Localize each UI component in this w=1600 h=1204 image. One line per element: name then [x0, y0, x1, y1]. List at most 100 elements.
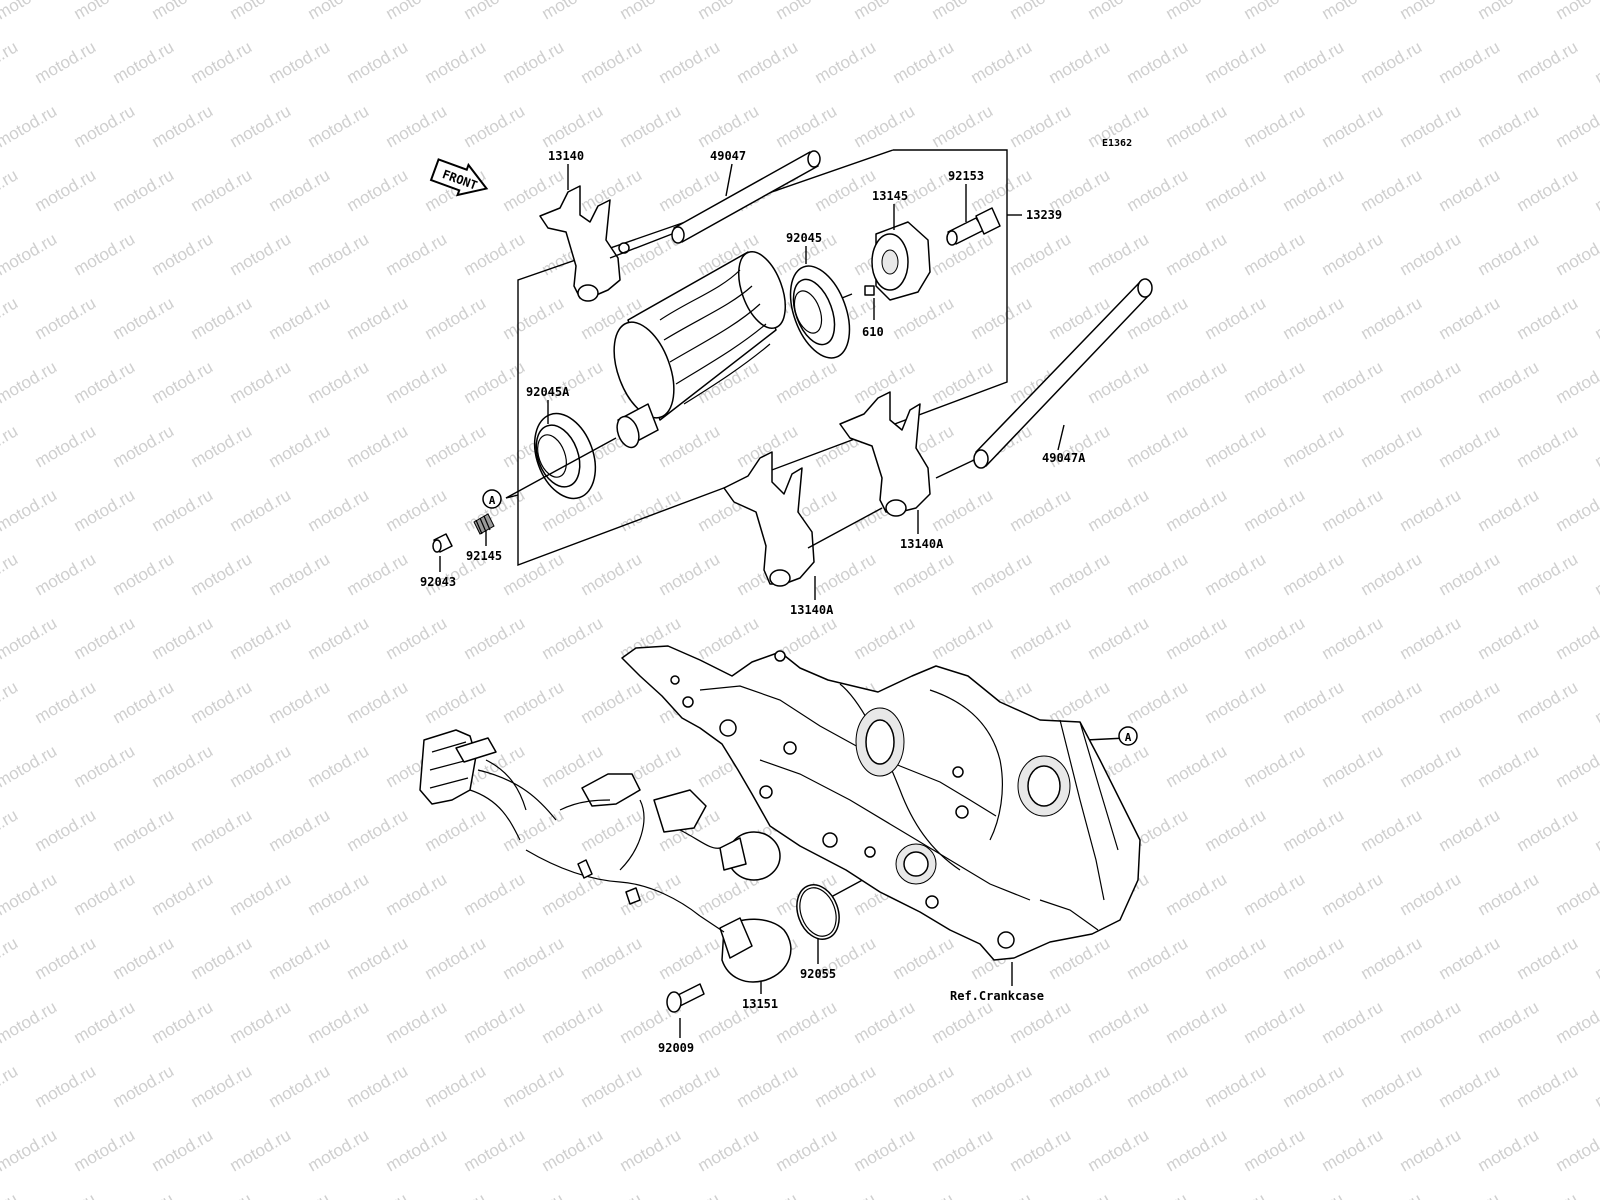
watermark-text: motod.ru — [305, 485, 373, 535]
watermark-text: motod.ru — [305, 357, 373, 407]
watermark-text: motod.ru — [0, 869, 60, 919]
watermark-text: motod.ru — [149, 1125, 217, 1175]
watermark-text: motod.ru — [1553, 0, 1600, 23]
watermark-text: motod.ru — [1124, 421, 1192, 471]
watermark-text: motod.ru — [695, 101, 763, 151]
watermark-text: motod.ru — [227, 0, 295, 23]
watermark-text: motod.ru — [266, 421, 334, 471]
watermark-text: motod.ru — [500, 293, 568, 343]
watermark-text: motod.ru — [149, 997, 217, 1047]
watermark-text: motod.ru — [578, 37, 646, 87]
watermark-text: motod.ru — [1280, 1189, 1348, 1200]
watermark-text: motod.ru — [1358, 165, 1426, 215]
watermark-text: motod.ru — [461, 997, 529, 1047]
watermark-text: motod.ru — [1280, 293, 1348, 343]
watermark-text: motod.ru — [344, 1189, 412, 1200]
watermark-text: motod.ru — [344, 933, 412, 983]
watermark-text: motod.ru — [1358, 805, 1426, 855]
watermark-text: motod.ru — [539, 101, 607, 151]
watermark-text: motod.ru — [0, 677, 21, 727]
watermark-text: motod.ru — [734, 1189, 802, 1200]
watermark-text: motod.ru — [1319, 613, 1387, 663]
watermark-text: motod.ru — [1007, 485, 1075, 535]
watermark-text: motod.ru — [110, 293, 178, 343]
label-92055: 92055 — [800, 967, 836, 981]
watermark-text: motod.ru — [0, 485, 60, 535]
watermark-text: motod.ru — [110, 165, 178, 215]
watermark-text: motod.ru — [929, 357, 997, 407]
watermark-text: motod.ru — [851, 997, 919, 1047]
watermark-text: motod.ru — [500, 37, 568, 87]
watermark-text: motod.ru — [1163, 485, 1231, 535]
watermark-text: motod.ru — [500, 1061, 568, 1111]
watermark-text: motod.ru — [1007, 229, 1075, 279]
watermark-text: motod.ru — [1202, 37, 1270, 87]
watermark-text: motod.ru — [188, 165, 256, 215]
watermark-text: motod.ru — [1202, 677, 1270, 727]
watermark-text: motod.ru — [422, 805, 490, 855]
watermark-text: motod.ru — [890, 1061, 958, 1111]
watermark-text: motod.ru — [188, 37, 256, 87]
watermark-text: motod.ru — [0, 165, 21, 215]
callout-a-lower-text: A — [1125, 731, 1132, 744]
watermark-text: motod.ru — [266, 933, 334, 983]
watermark-text: motod.ru — [1514, 1061, 1582, 1111]
callout-a-upper-text: A — [489, 494, 496, 507]
watermark-text: motod.ru — [32, 933, 100, 983]
watermark-text: motod.ru — [1241, 997, 1309, 1047]
watermark-text: motod.ru — [32, 549, 100, 599]
watermark-text: motod.ru — [344, 677, 412, 727]
watermark-text: motod.ru — [1319, 101, 1387, 151]
watermark-text: motod.ru — [1397, 997, 1465, 1047]
watermark-text: motod.ru — [1046, 1061, 1114, 1111]
watermark-text: motod.ru — [578, 1189, 646, 1200]
bolt-92009 — [667, 984, 704, 1012]
shift-fork-13140A-upper — [840, 392, 930, 516]
watermark-text: motod.ru — [617, 1125, 685, 1175]
label-13151: 13151 — [742, 997, 778, 1011]
watermark-text: motod.ru — [1397, 1125, 1465, 1175]
watermark-text: motod.ru — [188, 677, 256, 727]
watermark-text: motod.ru — [0, 0, 60, 23]
watermark-text: motod.ru — [383, 485, 451, 535]
watermark-text: motod.ru — [344, 165, 412, 215]
watermark-text: motod.ru — [227, 485, 295, 535]
watermark-text: motod.ru — [383, 613, 451, 663]
label-13145: 13145 — [872, 189, 908, 203]
watermark-text: motod.ru — [461, 613, 529, 663]
watermark-text: motod.ru — [500, 165, 568, 215]
watermark-text: motod.ru — [968, 1061, 1036, 1111]
watermark-text: motod.ru — [149, 613, 217, 663]
watermark-text: motod.ru — [1007, 1125, 1075, 1175]
watermark-text: motod.ru — [1592, 37, 1600, 87]
watermark-text: motod.ru — [773, 997, 841, 1047]
watermark-text: motod.ru — [1592, 549, 1600, 599]
shift-fork-13140A-lower — [724, 452, 814, 586]
watermark-text: motod.ru — [578, 677, 646, 727]
label-92043: 92043 — [420, 575, 456, 589]
watermark-text: motod.ru — [1319, 869, 1387, 919]
watermark-text: motod.ru — [1007, 101, 1075, 151]
shift-drum-cam-13145 — [865, 222, 930, 300]
watermark-text: motod.ru — [1124, 549, 1192, 599]
watermark-text: motod.ru — [695, 613, 763, 663]
watermark-text: motod.ru — [0, 229, 60, 279]
watermark-text: motod.ru — [0, 421, 21, 471]
watermark-text: motod.ru — [656, 37, 724, 87]
watermark-text: motod.ru — [149, 101, 217, 151]
watermark-text: motod.ru — [0, 1061, 21, 1111]
watermark-text: motod.ru — [71, 869, 139, 919]
watermark-text: motod.ru — [422, 293, 490, 343]
watermark-text: motod.ru — [71, 613, 139, 663]
watermark-text: motod.ru — [539, 0, 607, 23]
watermark-text: motod.ru — [890, 37, 958, 87]
watermark-text: motod.ru — [1319, 997, 1387, 1047]
watermark-text: motod.ru — [1358, 421, 1426, 471]
watermark-text: motod.ru — [1241, 613, 1309, 663]
watermark-text: motod.ru — [1514, 1189, 1582, 1200]
watermark-text: motod.ru — [1436, 549, 1504, 599]
watermark-text: motod.ru — [461, 1125, 529, 1175]
watermark-text: motod.ru — [188, 1061, 256, 1111]
watermark-text: motod.ru — [71, 1125, 139, 1175]
watermark-text: motod.ru — [344, 37, 412, 87]
